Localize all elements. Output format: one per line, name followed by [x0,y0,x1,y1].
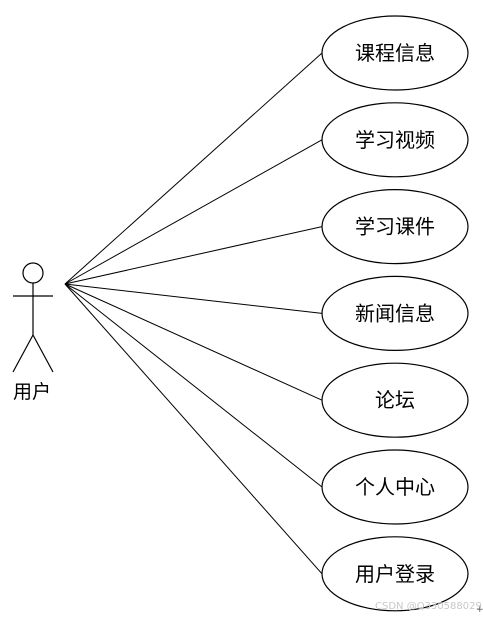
use-case: 课程信息 [321,15,469,91]
use-case: 学习视频 [321,102,469,178]
actor: 用户 [12,262,54,403]
use-case: 用户登录 [321,536,469,612]
use-case: 新闻信息 [321,275,469,351]
use-case: 论坛 [321,362,469,438]
actor-right-leg [32,334,54,373]
use-case: 学习课件 [321,189,469,265]
use-case-label: 课程信息 [355,41,435,65]
use-case-ellipse [321,102,469,178]
association-line [64,283,323,401]
use-case-ellipse [321,275,469,351]
use-case-label: 学习视频 [355,128,435,152]
association-line [64,52,323,285]
association-line [64,139,323,285]
use-case-ellipse [321,449,469,525]
actor-left-leg [12,334,34,373]
associations [64,52,323,575]
use-case-label: 新闻信息 [355,301,435,325]
cursor-mark-icon: + [476,605,483,615]
use-case: 个人中心 [321,449,469,525]
association-line [64,226,323,285]
association-line [64,283,323,314]
use-case-ellipse [321,189,469,265]
use-case-ellipse [321,362,469,438]
use-case-ellipse [321,536,469,612]
use-case-label: 个人中心 [355,475,435,499]
watermark: CSDN @Q3305880293 [375,601,483,612]
use-case-label: 论坛 [375,388,415,412]
actor-label: 用户 [13,381,51,403]
actor-head [22,262,44,284]
use-case-ellipse [321,15,469,91]
use-case-label: 用户登录 [355,562,435,586]
association-line [64,283,323,575]
association-line [64,283,323,488]
use-case-label: 学习课件 [355,215,435,239]
